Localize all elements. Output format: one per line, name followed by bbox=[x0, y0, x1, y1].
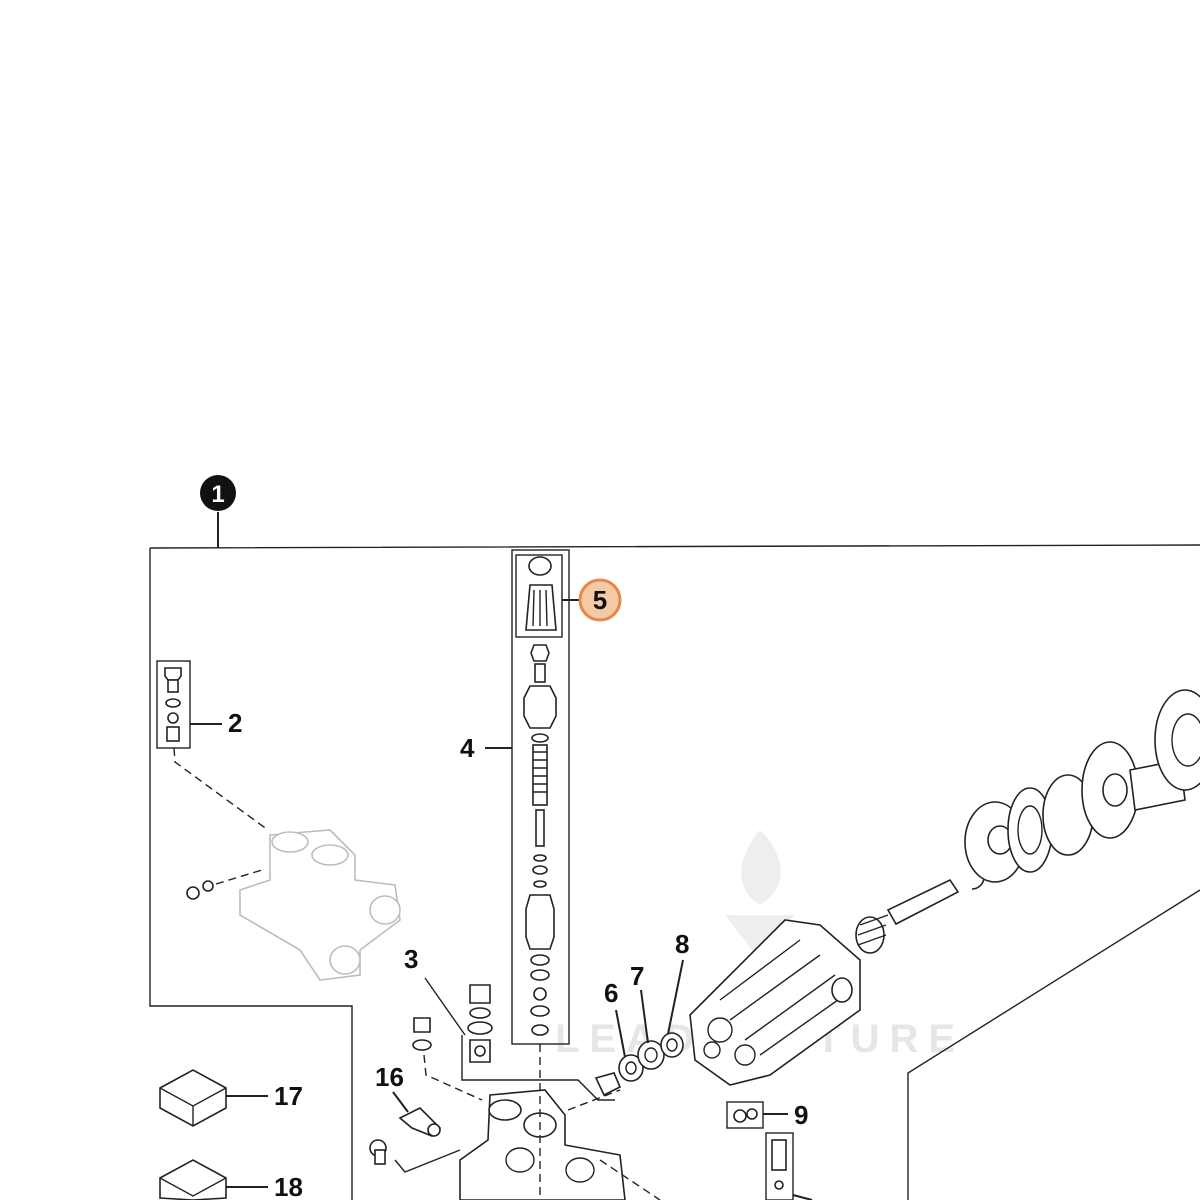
assembly-label: 1 bbox=[211, 481, 224, 508]
part-17-box[interactable] bbox=[159, 1069, 227, 1127]
part-6-ring[interactable] bbox=[618, 1054, 644, 1082]
ghost-manifold-left bbox=[239, 829, 401, 981]
assembly-boundary bbox=[149, 544, 1200, 1200]
part-2-kit[interactable] bbox=[156, 660, 191, 749]
part-16-fitting[interactable] bbox=[398, 1107, 442, 1137]
part-7-ring[interactable] bbox=[637, 1040, 665, 1070]
part-18-box[interactable] bbox=[159, 1159, 227, 1200]
callout-9[interactable]: 9 bbox=[794, 1100, 808, 1130]
plunger-spring bbox=[855, 914, 889, 954]
part-8-ring[interactable] bbox=[660, 1032, 684, 1058]
part-9-kit[interactable] bbox=[726, 1101, 764, 1129]
plug-bolt bbox=[369, 1139, 387, 1165]
part-4-kit[interactable] bbox=[511, 549, 570, 1045]
wobble-plate bbox=[1081, 741, 1186, 839]
part-3-kit[interactable] bbox=[467, 984, 493, 1063]
assembly-badge[interactable]: 1 bbox=[200, 475, 236, 511]
plunger-shaft bbox=[886, 878, 960, 926]
callout-4[interactable]: 4 bbox=[460, 733, 475, 763]
callout-16[interactable]: 16 bbox=[375, 1062, 404, 1092]
callout-17[interactable]: 17 bbox=[274, 1081, 303, 1111]
pump-crankcase bbox=[689, 919, 861, 1086]
callout-18[interactable]: 18 bbox=[274, 1172, 303, 1200]
callout-7[interactable]: 7 bbox=[630, 961, 644, 991]
callout-6[interactable]: 6 bbox=[604, 978, 618, 1008]
manifold-lower bbox=[459, 1089, 626, 1200]
part-bottom-fitting bbox=[765, 1132, 794, 1200]
main-bearing bbox=[1154, 689, 1200, 791]
small-bolt-left bbox=[186, 880, 214, 900]
callout-2[interactable]: 2 bbox=[228, 708, 242, 738]
callout-3[interactable]: 3 bbox=[404, 944, 418, 974]
callout-8[interactable]: 8 bbox=[675, 929, 689, 959]
callout-5[interactable]: 5 bbox=[593, 585, 607, 615]
plug-fitting bbox=[412, 1017, 432, 1051]
callout-5-badge[interactable]: 5 bbox=[578, 578, 622, 622]
